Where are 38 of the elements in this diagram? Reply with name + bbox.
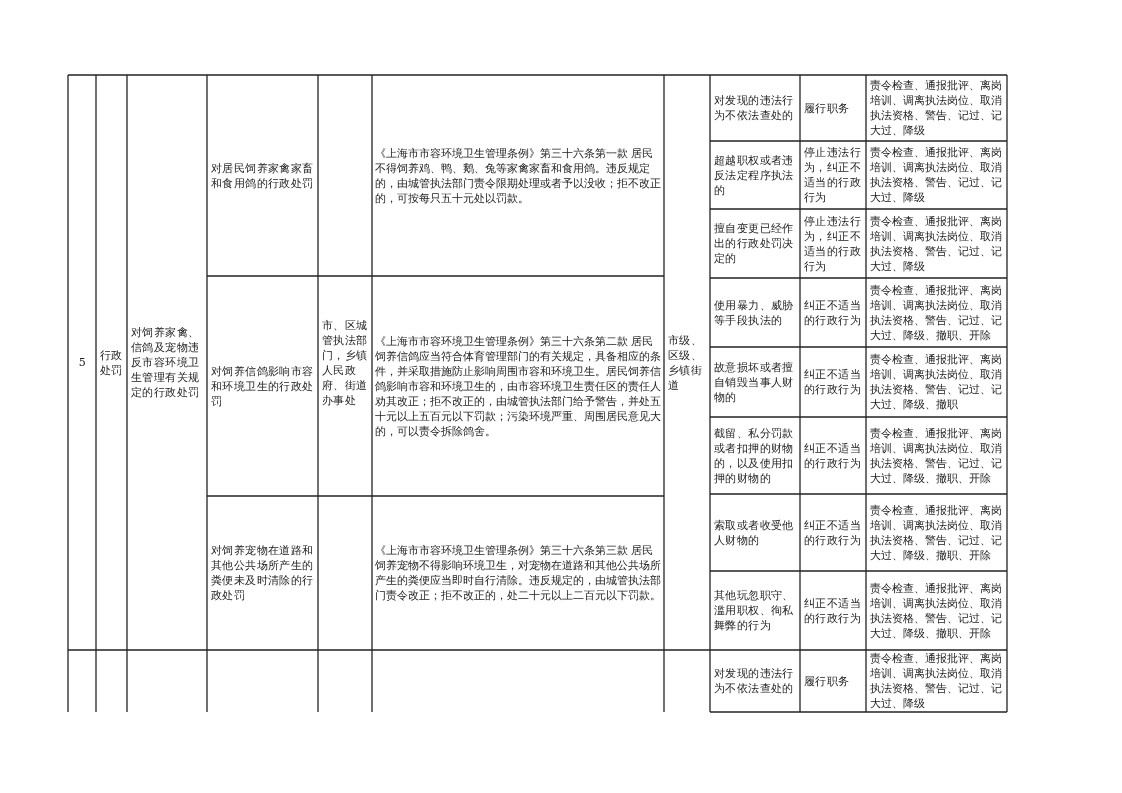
remedy-text: 履行职务 [804,673,850,689]
legal-basis-text: 《上海市市容环境卫生管理条例》第三十六条第一款 居民不得饲养鸡、鸭、鹅、兔等家禽家畜和食用鸽。违反规定的，由城管执法部门责令限期处理或者予以没收；拒不改正的，可按每只五十元处以罚款。 [375,145,662,206]
item-description: 对饲养宠物在道路和其他公共场所产生的粪便未及时清除的行政处罚 [211,543,315,603]
misconduct-text: 对发现的违法行为不依法查处的 [714,666,795,696]
remedy-text: 纠正不适当的行政行为 [804,367,862,397]
row-number: 5 [78,355,87,370]
item-description: 对饲养信鸽影响市容和环境卫生的行政处罚 [211,363,315,409]
legal-basis-text: 《上海市市容环境卫生管理条例》第三十六条第三款 居民饲养宠物不得影响环境卫生，对宠物在道路和其他公共场所产生的粪便应当即时自行清除。违反规定的，由城管执法部门责令改正；拒不改正的，处二十元以上二百元以下罚款。 [375,543,662,603]
misconduct-text: 截留、私分罚款或者扣押的财物的，以及使用扣押的财物的 [714,425,795,486]
sanction-text: 责令检查、通报批评、离岗培训、调离执法岗位、取消执法资格、警告、记过、记大过、降级、撤职 [870,352,1003,412]
sanction-text: 责令检查、通报批评、离岗培训、调离执法岗位、取消执法资格、警告、记过、记大过、降级 [870,78,1003,138]
misconduct-text: 使用暴力、威胁等手段执法的 [714,297,795,328]
remedy-text: 纠正不适当的行政行为 [804,517,862,548]
item-description: 对居民饲养家禽家畜和食用鸽的行政处罚 [211,160,315,191]
misconduct-text: 对发现的违法行为不依法查处的 [714,93,795,123]
item-description: 对饲养家禽、信鸽及宠物违反市容环境卫生管理有关规定的行政处罚 [131,325,201,400]
sanction-text: 责令检查、通报批评、离岗培训、调离执法岗位、取消执法资格、警告、记过、记大过、降级、撤职、开除 [870,502,1003,563]
misconduct-text: 索取或者收受他人财物的 [714,517,795,548]
sanction-text: 责令检查、通报批评、离岗培训、调离执法岗位、取消执法资格、警告、记过、记大过、降级 [870,145,1003,205]
legal-basis-text: 《上海市市容环境卫生管理条例》第三十六条第二款 居民饲养信鸽应当符合体育管理部门的有关规定，具备相应的条件，并采取措施防止影响周围市容和环境卫生。居民饲养信鸽影响市容和环境卫生的，由市容环境卫生责任区的责任人劝其改正；拒不改正的，由城管执法部门给予警告，并处五十元以上五百元以下罚款；污染环境严重、周围居民意见大的，可以责令拆除鸽舍。 [375,333,662,439]
remedy-text: 履行职务 [804,100,850,116]
sanction-text: 责令检查、通报批评、离岗培训、调离执法岗位、取消执法资格、警告、记过、记大过、降级、撤职、开除 [870,580,1003,641]
sanction-text: 责令检查、通报批评、离岗培训、调离执法岗位、取消执法资格、警告、记过、记大过、降级、撤职、开除 [870,425,1003,486]
agency-label: 市、区城管执法部门，乡镇人民政府、街道办事处 [322,317,369,408]
remedy-text: 纠正不适当的行政行为 [804,595,862,626]
sanction-text: 责令检查、通报批评、离岗培训、调离执法岗位、取消执法资格、警告、记过、记大过、降级 [870,651,1003,711]
misconduct-text: 故意损坏或者擅自销毁当事人财物的 [714,359,795,405]
remedy-text: 停止违法行为，纠正不适当的行政行为 [804,145,862,205]
category-label: 行政处罚 [100,347,124,378]
remedy-text: 纠正不适当的行政行为 [804,297,862,328]
sanction-text: 责令检查、通报批评、离岗培训、调离执法岗位、取消执法资格、警告、记过、记大过、降级、撤职、开除 [870,282,1003,343]
misconduct-text: 擅自变更已经作出的行政处罚决定的 [714,221,795,266]
remedy-text: 停止违法行为，纠正不适当的行政行为 [804,213,862,274]
level-label: 市级、区级、乡镇街道 [668,332,704,393]
remedy-text: 纠正不适当的行政行为 [804,440,862,471]
misconduct-text: 其他玩忽职守、滥用职权、徇私舞弊的行为 [714,588,795,633]
sanction-text: 责令检查、通报批评、离岗培训、调离执法岗位、取消执法资格、警告、记过、记大过、降级 [870,213,1003,274]
misconduct-text: 超越职权或者违反法定程序执法的 [714,152,795,198]
